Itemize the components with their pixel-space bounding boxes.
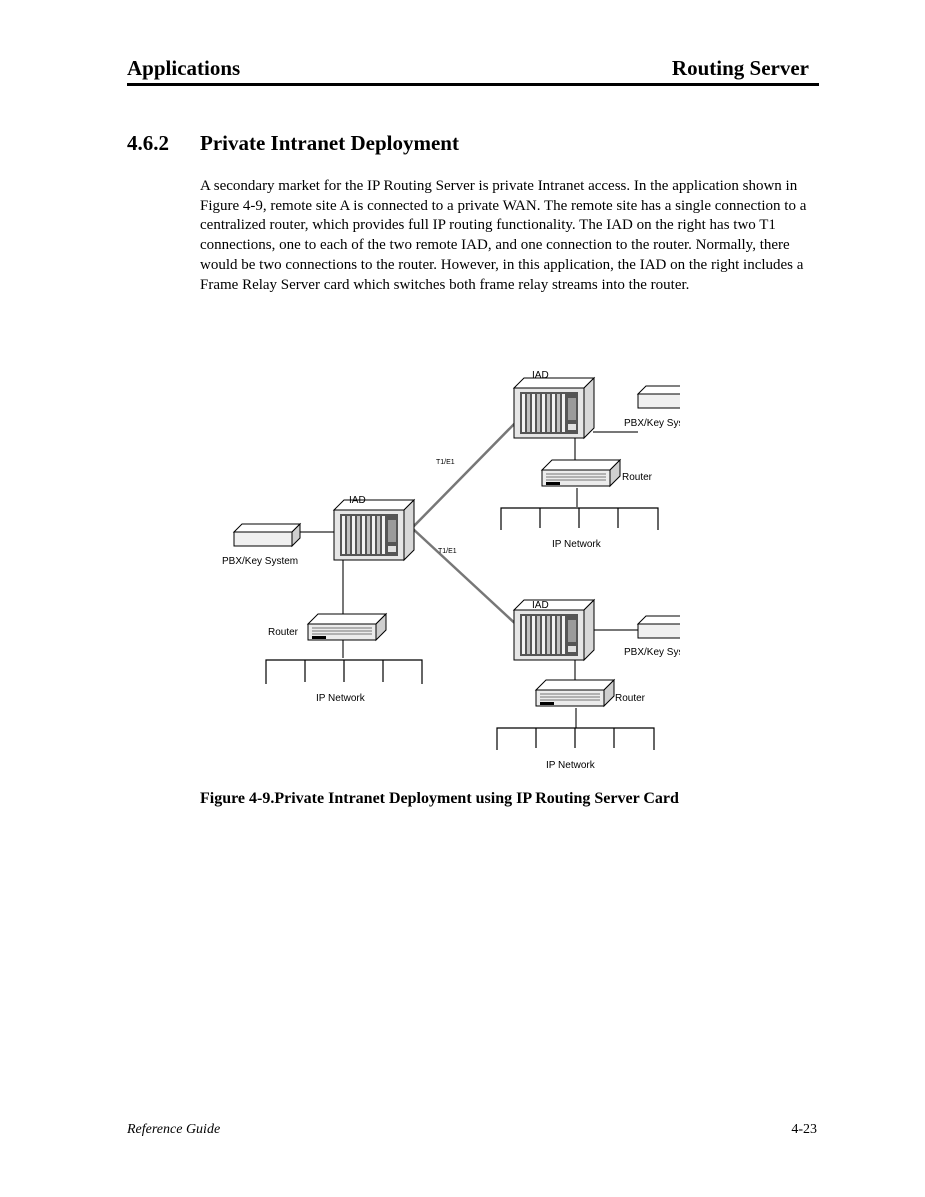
iad-left bbox=[333, 499, 415, 561]
label-network-bottom: IP Network bbox=[546, 760, 596, 771]
label-router-left: Router bbox=[268, 627, 299, 638]
router-left bbox=[307, 613, 387, 641]
router-bottom bbox=[535, 679, 615, 707]
pbx-bottom bbox=[637, 615, 680, 639]
label-router-bottom: Router bbox=[615, 693, 646, 704]
body-paragraph: A secondary market for the IP Routing Se… bbox=[200, 178, 807, 293]
label-pbx-left: PBX/Key System bbox=[222, 556, 298, 567]
section-title: Private Intranet Deployment bbox=[200, 131, 459, 155]
router-top bbox=[541, 459, 621, 487]
label-network-left: IP Network bbox=[316, 693, 366, 704]
link-to-top-iad bbox=[411, 417, 521, 529]
label-iad-top: IAD bbox=[532, 370, 549, 381]
running-header-left: Applications bbox=[127, 56, 241, 80]
link-to-bottom-iad bbox=[411, 527, 521, 629]
network-diagram: IAD PBX/Key System Router IP Network T1/… bbox=[222, 370, 680, 771]
iad-top bbox=[513, 377, 595, 439]
pbx-left bbox=[233, 523, 301, 547]
figure-caption: Figure 4-9.Private Intranet Deployment u… bbox=[200, 790, 679, 807]
label-pbx-top: PBX/Key System bbox=[624, 418, 680, 429]
ip-network-left bbox=[265, 659, 423, 684]
pbx-top bbox=[637, 385, 680, 409]
ip-network-top bbox=[500, 507, 659, 530]
label-network-top: IP Network bbox=[552, 539, 602, 550]
label-link-top: T1/E1 bbox=[436, 459, 455, 466]
page-number: 4-23 bbox=[791, 1122, 817, 1137]
label-iad-bottom: IAD bbox=[532, 600, 549, 611]
header-rule bbox=[127, 83, 819, 86]
label-iad-left: IAD bbox=[349, 495, 366, 506]
label-link-bottom: T1/E1 bbox=[438, 548, 457, 555]
footer-title: Reference Guide bbox=[127, 1122, 221, 1137]
running-header-right: Routing Server bbox=[671, 56, 809, 80]
iad-bottom bbox=[513, 599, 595, 661]
label-router-top: Router bbox=[622, 472, 653, 483]
ip-network-bottom bbox=[496, 727, 655, 750]
label-pbx-bottom: PBX/Key System bbox=[624, 647, 680, 658]
section-number: 4.6.2 bbox=[127, 131, 169, 155]
